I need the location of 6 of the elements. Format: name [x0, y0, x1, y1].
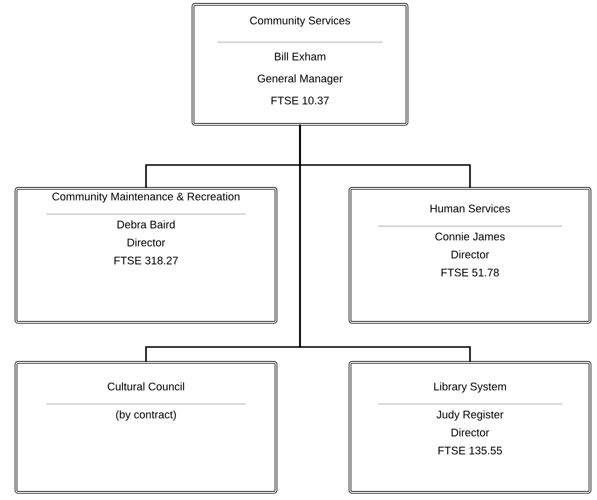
org-box: Cultural Council (by contract)	[14, 361, 278, 494]
org-box: Community Maintenance & Recreation Debra Baird Director FTSE 318.27	[14, 187, 278, 324]
org-box: Community Services Bill Exham General Manager FTSE 10.37	[192, 3, 408, 126]
connector-line	[299, 124, 471, 362]
org-box: Library System Judy Register Director FTSE 135.55	[348, 361, 592, 494]
org-box: Human Services Connie James Director FTSE 51.78	[348, 187, 592, 324]
